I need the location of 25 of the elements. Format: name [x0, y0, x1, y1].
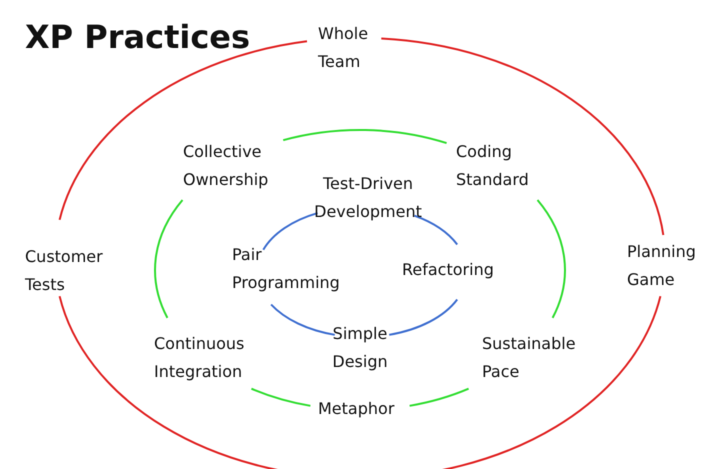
practice-label: Coding Standard: [456, 138, 548, 194]
practice-label: Collective Ownership: [183, 138, 283, 194]
practice-label: Refactoring: [402, 256, 512, 284]
practice-label: Simple Design: [322, 320, 398, 376]
ring-arc: [154, 199, 184, 318]
ring-arc: [409, 388, 469, 407]
practice-label: Pair Programming: [232, 241, 360, 297]
practice-label: Customer Tests: [25, 243, 117, 299]
ring-arc: [58, 40, 308, 220]
practice-label: Planning Game: [627, 238, 709, 294]
ring-arc: [414, 214, 458, 246]
ring-arc: [251, 388, 311, 407]
ring-arc: [58, 296, 662, 469]
ring-arc: [536, 199, 566, 318]
ring-arc: [381, 38, 664, 236]
title: XP Practices: [25, 18, 250, 56]
practice-label: Metaphor: [318, 395, 408, 423]
practice-label: Continuous Integration: [154, 330, 262, 386]
practice-label: Whole Team: [318, 20, 376, 76]
ring-arc: [262, 212, 318, 250]
ring-arc: [282, 129, 447, 144]
practice-label: Test-Driven Development: [298, 170, 438, 226]
practice-label: Sustainable Pace: [482, 330, 590, 386]
ring-arc: [389, 298, 458, 336]
ring-arc: [270, 304, 335, 336]
